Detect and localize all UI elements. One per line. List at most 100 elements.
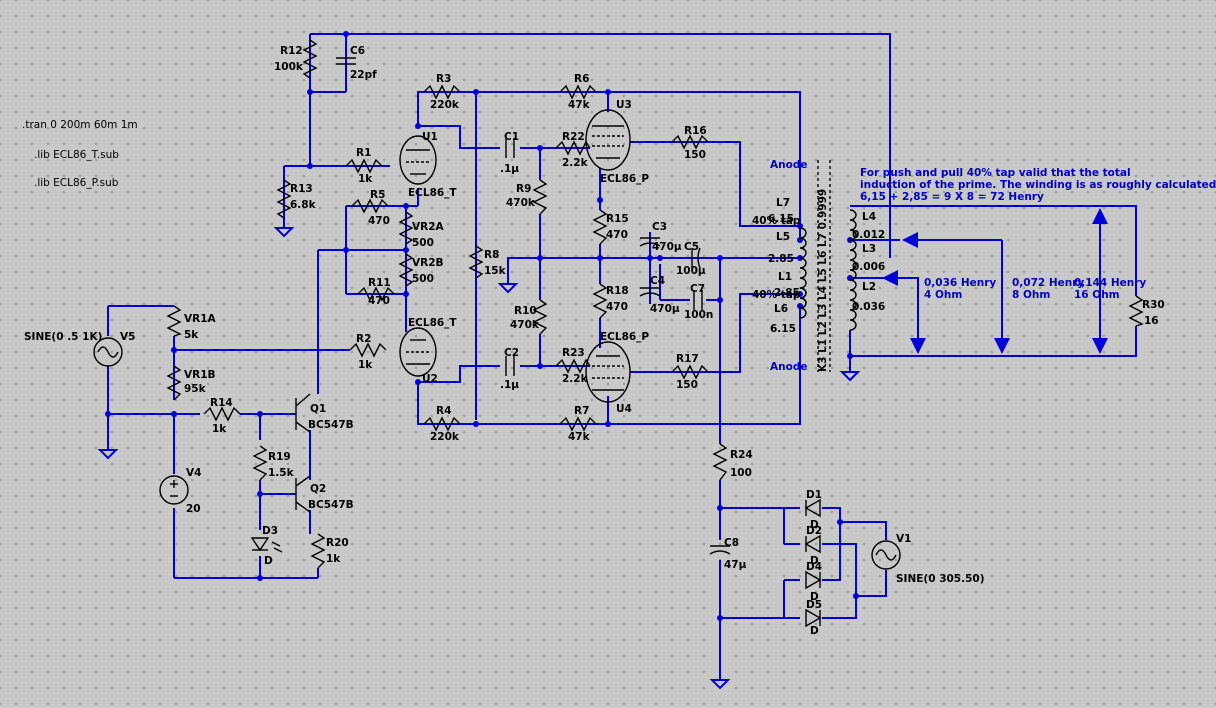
r23-val: 2.2k (562, 373, 589, 385)
note-line-2: induction of the prime. The winding is a… (860, 179, 1216, 191)
resistor-R23[interactable]: R23 2.2k (555, 347, 591, 385)
annot-o8: 8 Ohm (1012, 289, 1050, 301)
l7-ref: L7 (776, 197, 790, 209)
vr2a-val: 500 (412, 237, 434, 249)
pot-VR1B[interactable]: VR1B 95k (166, 365, 216, 401)
r15-ref: R15 (606, 213, 629, 225)
resistor-R19[interactable]: R19 1.5k (252, 445, 295, 481)
resistor-R17[interactable]: R17 150 (671, 353, 709, 391)
c5-val: 100µ (676, 265, 706, 277)
l7-val: 6.15 (768, 213, 794, 225)
tube-U4[interactable]: ECL86_P U4 (585, 331, 649, 415)
capacitor-C2[interactable]: C2 .1µ (500, 347, 519, 391)
led-D3[interactable]: D3 D (250, 525, 283, 567)
u2-val: ECL86_T (408, 317, 457, 329)
r4-val: 220k (430, 431, 460, 443)
resistor-R22[interactable]: R22 2.2k (555, 131, 591, 169)
r8-val: 15k (484, 265, 507, 277)
l4-ref: L4 (862, 211, 876, 223)
ground-symbols (97, 227, 861, 690)
resistor-R5[interactable]: R5 470 (351, 189, 390, 227)
capacitor-C1[interactable]: C1 .1µ (500, 131, 519, 175)
resistor-R1[interactable]: R1 1k (345, 147, 383, 185)
resistor-R18[interactable]: R18 470 (592, 283, 629, 319)
capacitor-C7[interactable]: C7 100n (684, 283, 713, 321)
resistor-R3[interactable]: R3 220k (423, 73, 461, 111)
resistor-R16[interactable]: R16 150 (671, 125, 709, 161)
capacitor-C6[interactable]: C6 22pf (336, 45, 377, 81)
resistor-R2[interactable]: R2 1k (349, 333, 387, 371)
source-V4[interactable]: V4 20 (159, 467, 201, 515)
r23-ref: R23 (562, 347, 585, 359)
capacitor-C3[interactable]: C3 470µ (639, 221, 682, 253)
r13-val: 6.8k (290, 199, 317, 211)
r14-ref: R14 (210, 397, 233, 409)
resistor-R12[interactable]: R12 100k (274, 39, 318, 79)
r20-val: 1k (326, 553, 341, 565)
transistor-Q1[interactable]: Q1 BC547B (295, 393, 354, 433)
r6-val: 47k (568, 99, 591, 111)
resistor-R13[interactable]: R13 6.8k (276, 179, 317, 219)
diode-D5[interactable]: D5 D (805, 599, 822, 637)
source-V1[interactable]: V1 SINE(0 305.50) (871, 533, 985, 585)
inductance-annotations: 0,036 Henry 4 Ohm 0,072 Henry 8 Ohm 0,14… (882, 208, 1146, 354)
capacitor-C4[interactable]: C4 470µ (639, 275, 680, 315)
resistor-R9[interactable]: R9 470k (506, 179, 548, 215)
resistor-R14[interactable]: R14 1k (203, 397, 241, 435)
c3-val: 470µ (652, 241, 682, 253)
r19-ref: R19 (268, 451, 291, 463)
vr2a-ref: VR2A (412, 221, 445, 233)
resistor-R4[interactable]: R4 220k (423, 405, 461, 443)
capacitor-C8[interactable]: C8 47µ (709, 537, 747, 571)
resistor-R6[interactable]: R6 47k (559, 73, 597, 111)
source-V5[interactable]: V5 SINE(0 .5 1K) (24, 331, 135, 367)
r14-val: 1k (212, 423, 227, 435)
resistor-R20[interactable]: R20 1k (310, 533, 349, 569)
c4-val: 470µ (650, 303, 680, 315)
c5-ref: C5 (684, 241, 699, 253)
resistor-R11[interactable]: R11 470 (357, 277, 395, 307)
resistor-R15[interactable]: R15 470 (592, 209, 629, 245)
pot-VR1A[interactable]: VR1A 5k (166, 305, 217, 341)
r22-val: 2.2k (562, 157, 589, 169)
pot-VR2A[interactable]: VR2A 500 (398, 211, 445, 249)
transformer[interactable]: Anode Anode 40% tap 40% tap K3 L1 L2 L3 … (752, 159, 857, 373)
diode-D1[interactable]: D1 D (804, 489, 822, 531)
tube-U1[interactable]: U1 ECL86_T (399, 131, 457, 199)
tap-top-label: 40% tap (752, 215, 801, 227)
r22-ref: R22 (562, 131, 585, 143)
c7-ref: C7 (690, 283, 705, 295)
directive-tran[interactable]: .tran 0 200m 60m 1m (22, 119, 138, 131)
directive-lib-t[interactable]: .lib ECL86_T.sub (34, 149, 119, 161)
r1-ref: R1 (356, 147, 371, 159)
r1-val: 1k (358, 173, 373, 185)
c6-ref: C6 (350, 45, 365, 57)
resistor-R8[interactable]: R8 15k (468, 245, 507, 279)
diode-D4[interactable]: D4 D (805, 561, 822, 603)
l4-val: 0.012 (852, 229, 885, 241)
tube-U2[interactable]: ECL86_T U2 (399, 317, 457, 385)
directive-lib-p[interactable]: .lib ECL86_P.sub (34, 177, 119, 189)
transistor-Q2[interactable]: Q2 BC547B (295, 475, 354, 513)
l6-val: 6.15 (770, 323, 796, 335)
capacitor-C5[interactable]: C5 100µ (676, 241, 706, 277)
c8-ref: C8 (724, 537, 739, 549)
resistor-R30[interactable]: R30 16 (1128, 295, 1165, 327)
r24-ref: R24 (730, 449, 753, 461)
resistor-R10[interactable]: R10 470k (510, 299, 548, 335)
r19-val: 1.5k (268, 467, 295, 479)
r7-val: 47k (568, 431, 591, 443)
c1-ref: C1 (504, 131, 519, 143)
resistor-R24[interactable]: R24 100 (712, 443, 753, 481)
r2-val: 1k (358, 359, 373, 371)
r9-ref: R9 (516, 183, 531, 195)
diode-D2[interactable]: D2 D (804, 525, 822, 567)
c3-ref: C3 (652, 221, 667, 233)
tube-U3[interactable]: U3 ECL86_P (585, 99, 649, 185)
resistor-R7[interactable]: R7 47k (559, 405, 597, 443)
pot-VR2B[interactable]: VR2B 500 (398, 253, 444, 287)
r17-ref: R17 (676, 353, 699, 365)
anode-top-label: Anode (770, 159, 807, 171)
c6-val: 22pf (350, 69, 377, 81)
